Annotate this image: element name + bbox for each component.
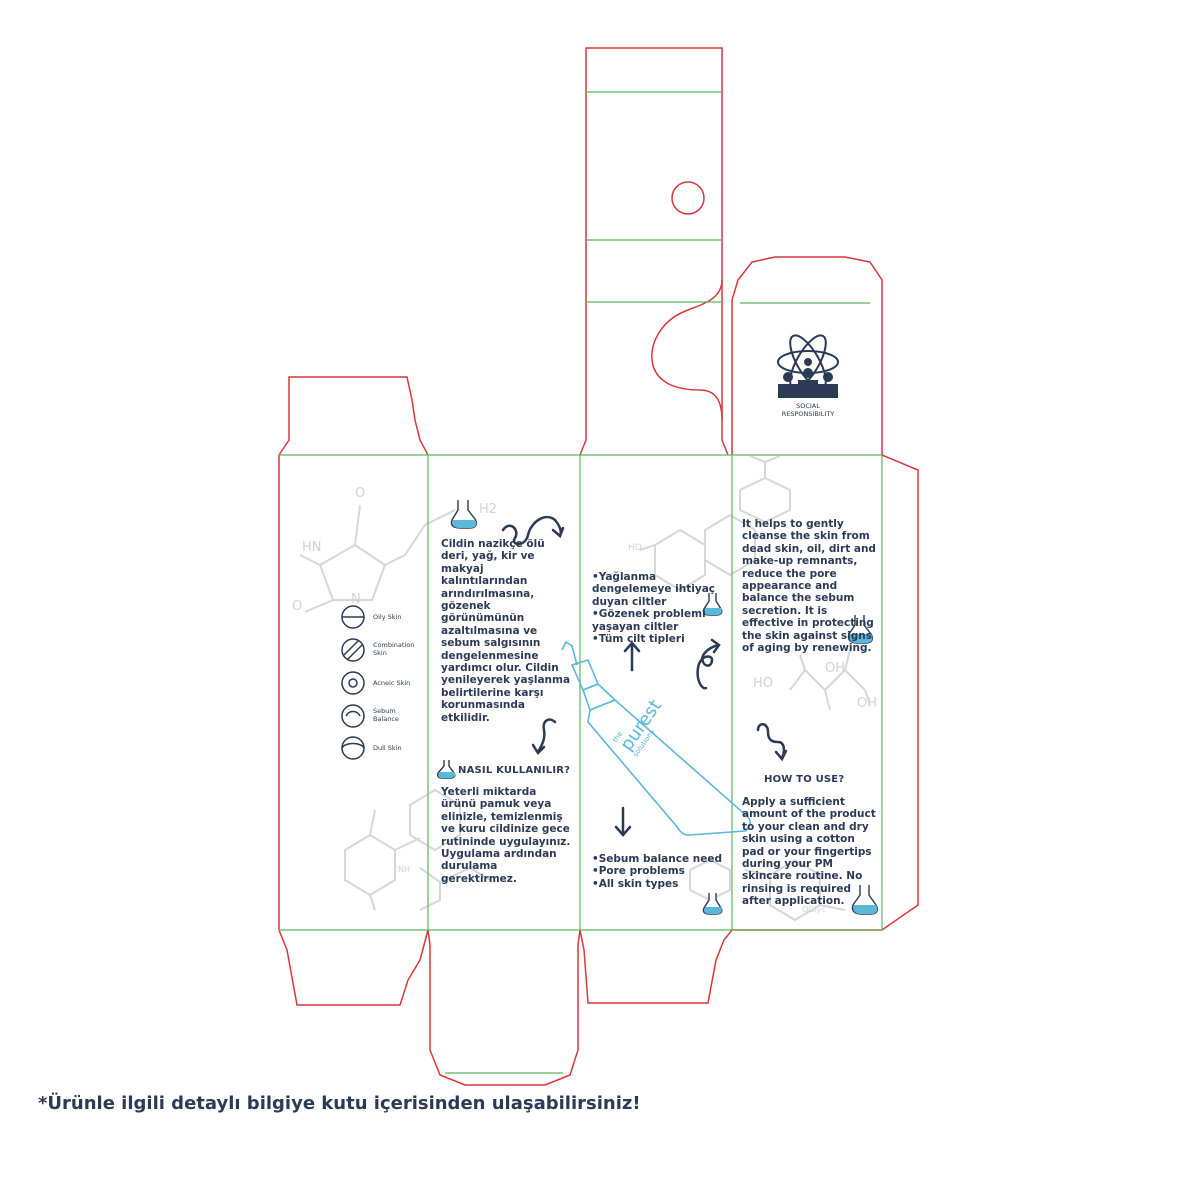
english-how-to-text: Apply a sufficient amount of the product… <box>742 796 876 908</box>
turkish-how-to-title: NASIL KULLANILIR? <box>458 765 571 776</box>
bullet-item: •Gözenek problemi yaşayan ciltler <box>592 608 706 633</box>
molecule-decoration <box>299 455 871 922</box>
molecule-label-nh: NH <box>398 865 410 874</box>
skin-type-label: Oily Skin <box>373 613 402 621</box>
badge-line-2: RESPONSIBILITY <box>781 410 835 418</box>
molecule-label-ho: HO <box>628 543 642 553</box>
molecule-label-oh2: OH <box>857 696 878 711</box>
footer-note: *Ürünle ilgili detaylı bilgiye kutu içer… <box>38 1093 641 1114</box>
skin-type-label: Acneic Skin <box>373 679 411 687</box>
molecule-label-o1: O <box>355 486 366 501</box>
skin-type-label: Sebum Balance <box>373 707 399 723</box>
english-description: It helps to gently cleanse the skin from… <box>742 518 876 655</box>
front-english-bullets: •Sebum balance need •Pore problems •All … <box>592 853 722 890</box>
bottle-illustration <box>561 640 751 836</box>
turkish-how-to-text: Yeterli miktarda ürünü pamuk veya eliniz… <box>441 786 571 885</box>
bullet-item: •All skin types <box>592 877 679 890</box>
flask-icons <box>437 500 879 915</box>
bullet-item: •Pore problems <box>592 865 685 878</box>
social-responsibility-icon <box>777 334 839 398</box>
molecule-label-o2: O <box>292 599 303 614</box>
molecule-label-n: N <box>351 592 361 607</box>
molecule-label-oglyc: OGlyc <box>802 905 826 914</box>
molecule-label-hn: HN <box>302 540 322 555</box>
skin-type-label: Dull Skin <box>373 744 402 752</box>
front-turkish-bullets: •Yağlanma dengelemeye ihtiyaç duyan cilt… <box>592 571 722 645</box>
bullet-item: •Sebum balance need <box>592 853 722 865</box>
arrow-decoration <box>501 515 788 837</box>
badge-line-1: SOCIAL <box>796 402 820 410</box>
fold-lines <box>279 91 883 1074</box>
bullet-item: •Tüm cilt tipleri <box>592 633 685 646</box>
skin-type-label: Combination Skin <box>373 641 415 657</box>
molecule-label-nh2: H2 <box>479 502 498 517</box>
molecule-label-oh: OH <box>825 661 846 676</box>
skin-type-icons <box>341 605 365 760</box>
english-how-to-title: HOW TO USE? <box>764 774 845 785</box>
cut-lines <box>278 47 919 1086</box>
turkish-description: Cildin nazikçe ölü deri, yağ, kir ve mak… <box>441 538 571 724</box>
social-responsibility-badge: SOCIAL RESPONSIBILITY <box>760 402 856 418</box>
bullet-item: •Yağlanma dengelemeye ihtiyaç duyan cilt… <box>592 571 716 608</box>
molecule-label-ho2: HO <box>753 676 774 691</box>
